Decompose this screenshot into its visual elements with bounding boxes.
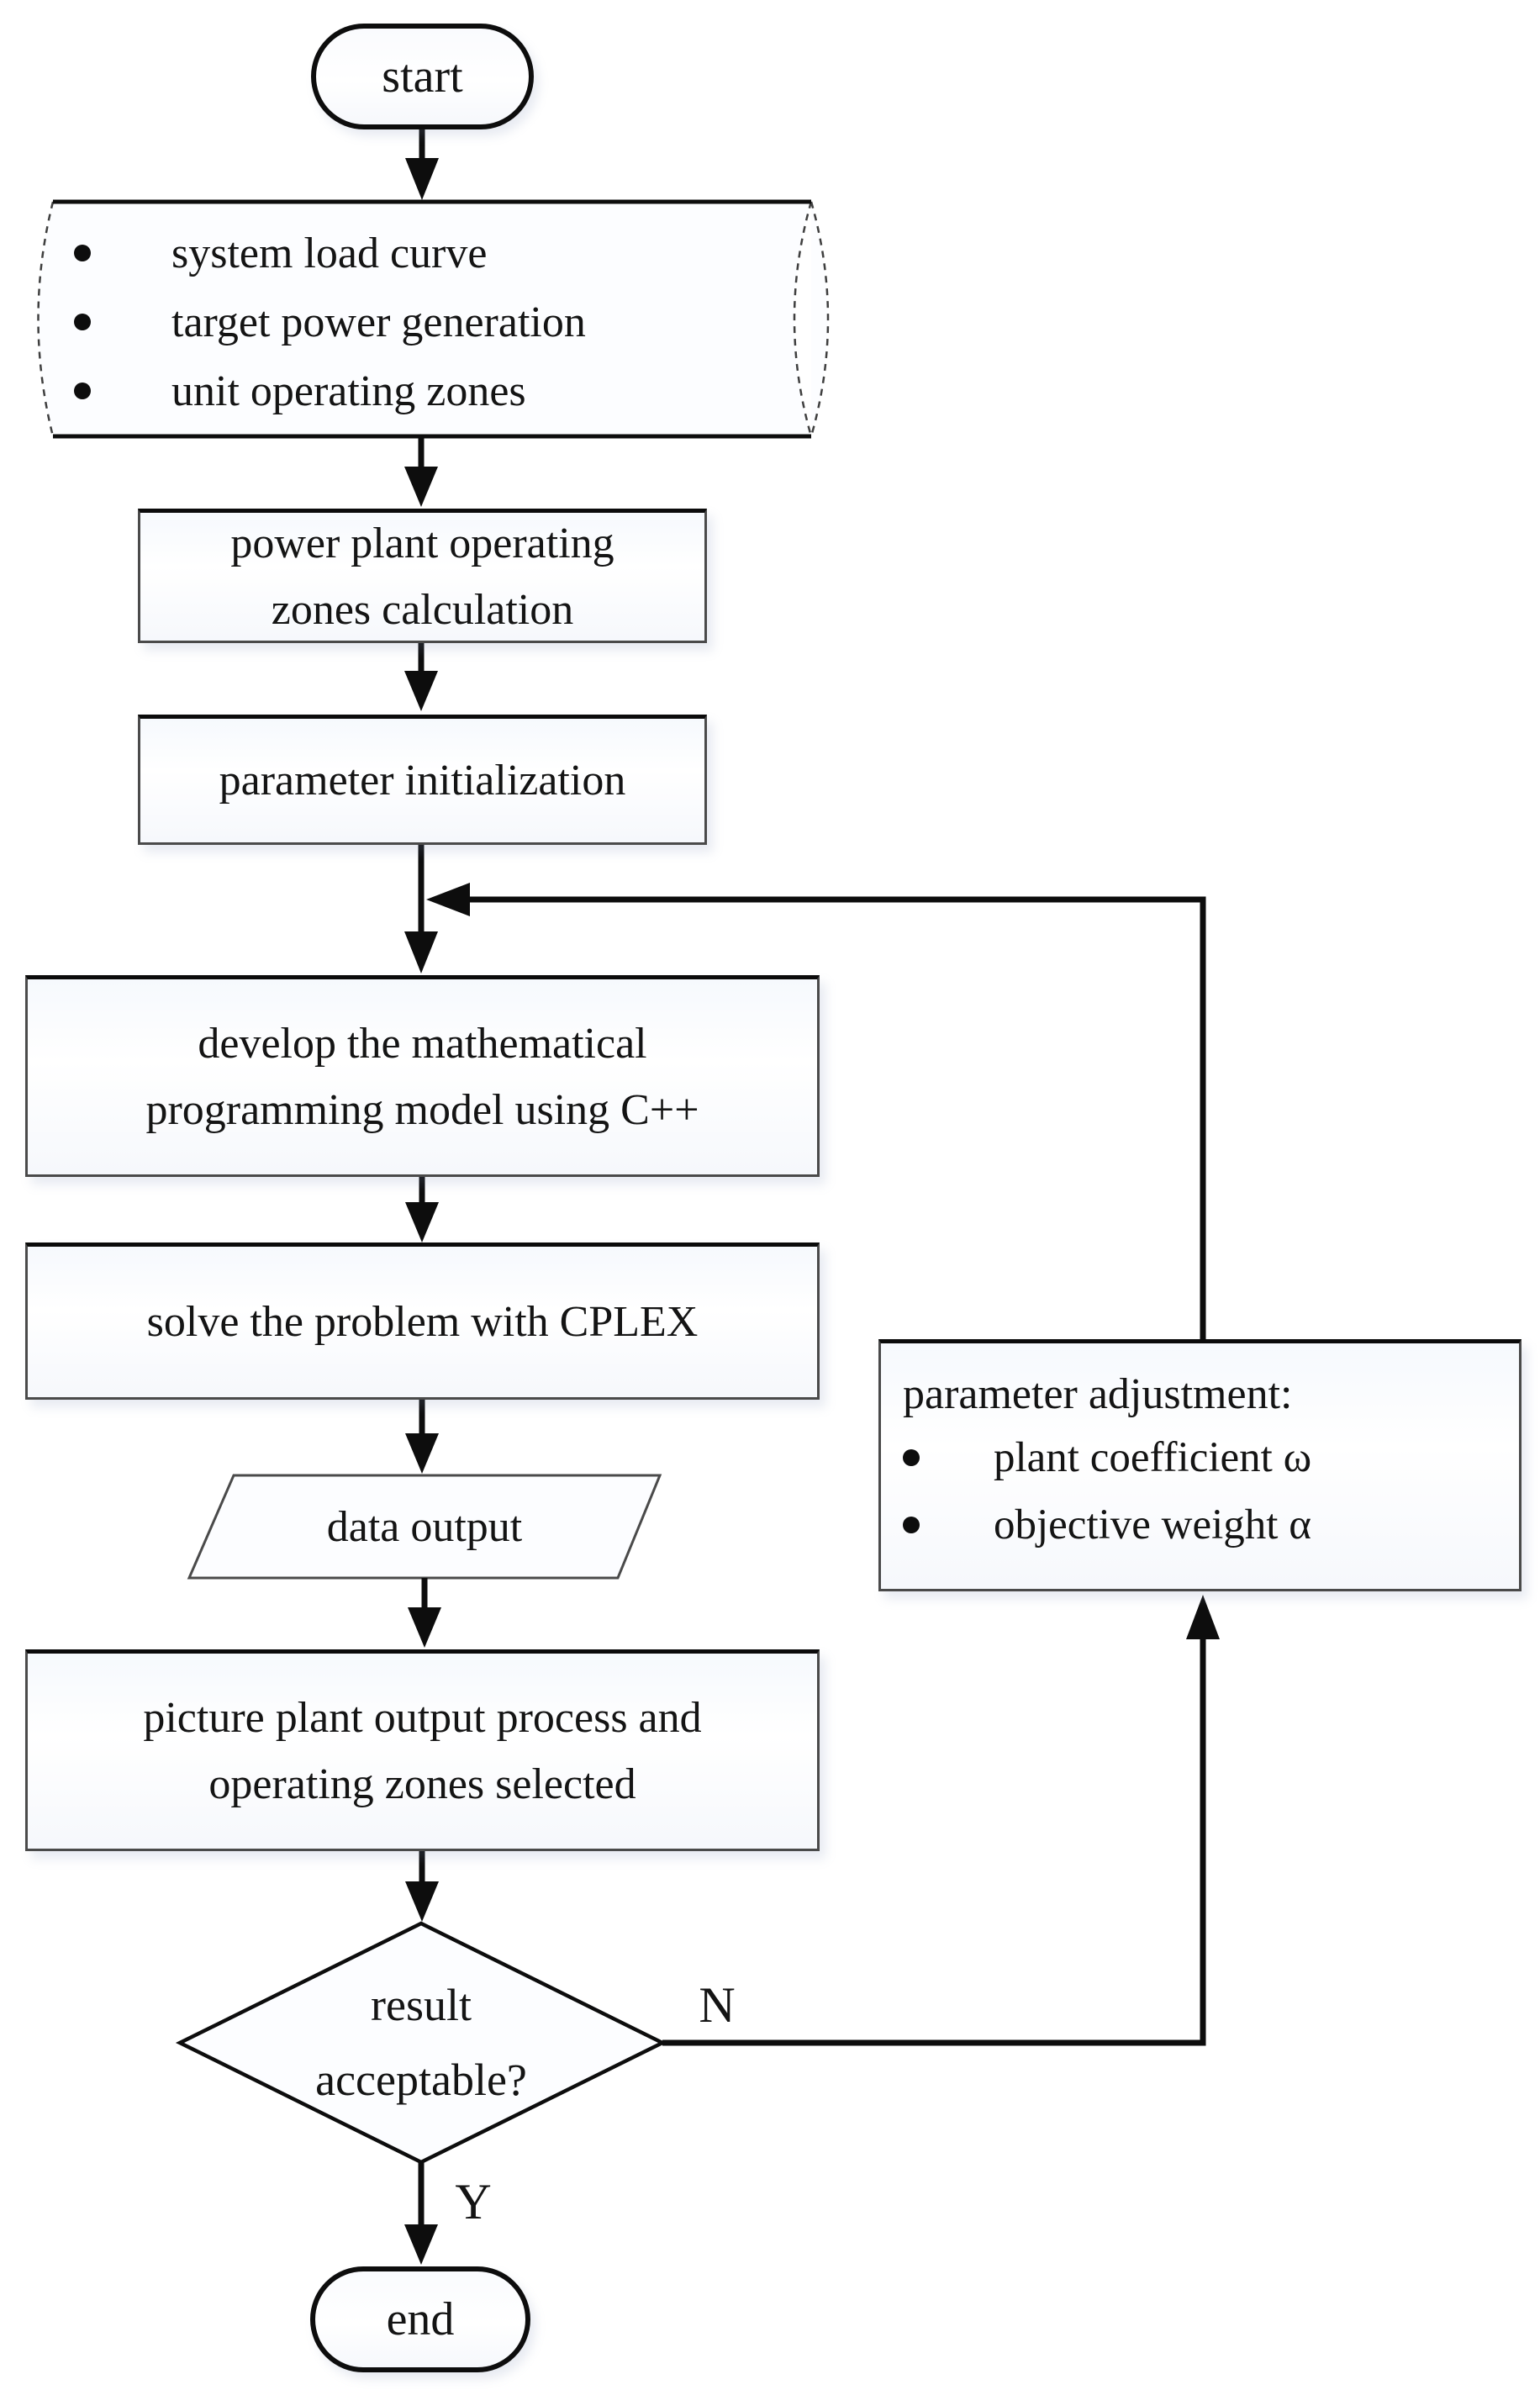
develop-model-line1: develop the mathematical	[198, 1020, 647, 1068]
input-item-label: unit operating zones	[171, 367, 526, 415]
node-end: end	[310, 2266, 530, 2372]
input-item-label: target power generation	[171, 298, 586, 346]
node-parameter-initialization: parameter initialization	[138, 715, 707, 845]
end-label: end	[386, 2293, 455, 2345]
yes-arrow-decision-to-end	[404, 2162, 438, 2265]
arrow-picture-to-decision	[405, 1851, 439, 1922]
input-data-list: system load curve target power generatio…	[74, 219, 814, 425]
node-zones-calculation: power plant operating zones calculation	[138, 509, 707, 643]
solve-problem-label: solve the problem with CPLEX	[146, 1298, 699, 1346]
picture-output-line2: operating zones selected	[208, 1760, 636, 1808]
yes-label: Y	[455, 2173, 492, 2229]
list-item: target power generation	[74, 288, 814, 356]
feedback-line-top	[426, 883, 1206, 1339]
adjustment-item-label: plant coefficient ω	[994, 1434, 1312, 1481]
cylinder-left-cap	[37, 201, 55, 437]
edge-label-yes: Y	[444, 2172, 503, 2231]
decision-line2: acceptable?	[315, 2055, 527, 2105]
arrow-start-to-input	[405, 126, 439, 200]
no-label: N	[699, 1976, 736, 2033]
no-branch-line	[662, 1595, 1220, 2046]
decision-label-wrap: result acceptable?	[261, 1955, 581, 2131]
arrow-zones-calc-to-param-init	[404, 643, 438, 711]
arrow-data-output-to-picture	[408, 1578, 441, 1648]
adjustment-item-label: objective weight α	[994, 1501, 1311, 1548]
data-output-label-wrap: data output	[206, 1477, 643, 1576]
bullet-icon	[74, 383, 91, 399]
cylinder-right-cap-inner	[793, 201, 813, 437]
bullet-icon	[903, 1449, 920, 1466]
data-output-parallelogram	[187, 1474, 662, 1580]
list-item: objective weight α	[903, 1491, 1311, 1559]
bullet-icon	[74, 314, 91, 330]
list-item: plant coefficient ω	[903, 1424, 1311, 1491]
parameter-initialization-label: parameter initialization	[219, 757, 626, 805]
list-item: unit operating zones	[74, 356, 814, 425]
decision-line1: result	[371, 1980, 472, 2030]
zones-calculation-line1: power plant operating	[230, 520, 614, 567]
zones-calculation-line2: zones calculation	[271, 586, 574, 634]
edge-label-no: N	[688, 1976, 746, 2034]
start-label: start	[382, 50, 463, 103]
input-item-label: system load curve	[171, 229, 488, 277]
bullet-icon	[903, 1517, 920, 1533]
arrow-param-init-to-develop	[404, 845, 438, 973]
arrow-develop-to-solve	[405, 1177, 439, 1242]
cylinder-right-cap-outer	[810, 201, 830, 437]
picture-output-line1: picture plant output process and	[143, 1694, 702, 1742]
develop-model-line2: programming model using C++	[145, 1086, 699, 1134]
data-output-label: data output	[326, 1502, 523, 1551]
node-start: start	[311, 24, 534, 129]
bullet-icon	[74, 245, 91, 261]
parameter-adjustment-heading: parameter adjustment:	[903, 1370, 1293, 1418]
arrow-input-to-zones-calc	[404, 438, 438, 507]
node-parameter-adjustment: parameter adjustment: plant coefficient …	[878, 1339, 1522, 1591]
arrow-solve-to-data-output	[405, 1400, 439, 1474]
node-solve-problem: solve the problem with CPLEX	[25, 1242, 820, 1400]
node-develop-model: develop the mathematical programming mod…	[25, 975, 820, 1177]
input-data-cylinder	[37, 199, 830, 439]
node-picture-output: picture plant output process and operati…	[25, 1649, 820, 1851]
list-item: system load curve	[74, 219, 814, 288]
